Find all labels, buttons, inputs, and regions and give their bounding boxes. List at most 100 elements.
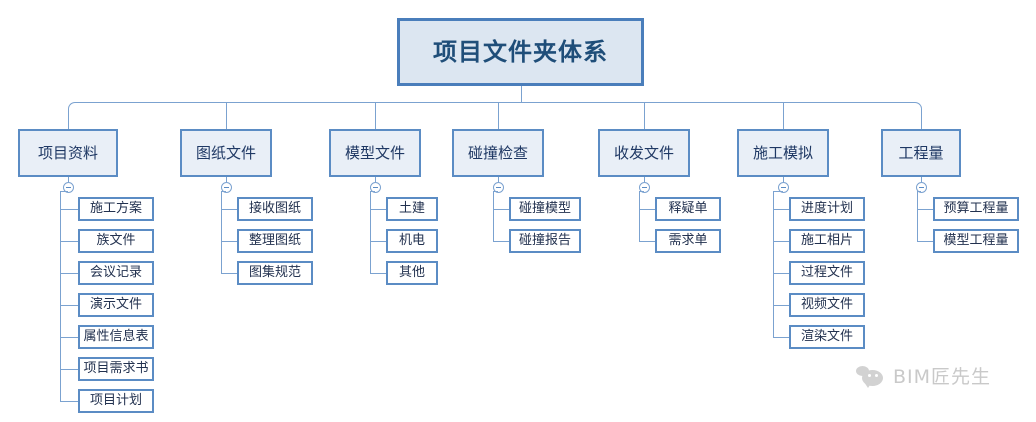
- collapse-button-7[interactable]: [915, 182, 927, 193]
- leaf-trunk: [773, 191, 774, 337]
- bubble-eye-left: [868, 373, 871, 377]
- leaf-node[interactable]: 模型工程量: [933, 229, 1019, 253]
- root-stem: [520, 86, 522, 102]
- branch-drop: [783, 102, 784, 129]
- leaf-node[interactable]: 图集规范: [237, 261, 313, 285]
- leaf-feed-cross: [773, 191, 783, 192]
- leaf-node[interactable]: 需求单: [655, 229, 721, 253]
- branch-node-3[interactable]: 模型文件: [329, 129, 421, 177]
- branch-node-1[interactable]: 项目资料: [18, 129, 118, 177]
- branch-collapse-stem: [498, 177, 499, 182]
- leaf-node[interactable]: 碰撞报告: [509, 229, 581, 253]
- leaf-node[interactable]: 视频文件: [789, 293, 865, 317]
- leaf-trunk: [917, 191, 918, 241]
- leaf-feed-cross: [221, 191, 226, 192]
- leaf-node[interactable]: 土建: [386, 197, 438, 221]
- leaf-connector: [221, 209, 237, 210]
- branch-collapse-stem: [68, 177, 69, 182]
- collapse-button-4[interactable]: [492, 182, 504, 193]
- leaf-connector: [60, 305, 78, 306]
- bubble-small: [856, 365, 869, 376]
- branch-node-5[interactable]: 收发文件: [598, 129, 690, 177]
- branch-node-2[interactable]: 图纸文件: [180, 129, 272, 177]
- collapse-button-1[interactable]: [62, 182, 74, 193]
- leaf-connector: [60, 273, 78, 274]
- bubble-eye-right: [875, 373, 878, 377]
- branch-node-6[interactable]: 施工模拟: [737, 129, 829, 177]
- branch-node-4[interactable]: 碰撞检查: [452, 129, 544, 177]
- leaf-node[interactable]: 整理图纸: [237, 229, 313, 253]
- leaf-trunk: [60, 191, 61, 401]
- leaf-node[interactable]: 渲染文件: [789, 325, 865, 349]
- leaf-connector: [60, 401, 78, 402]
- leaf-connector: [773, 337, 789, 338]
- leaf-trunk: [639, 191, 640, 241]
- leaf-node[interactable]: 其他: [386, 261, 438, 285]
- leaf-trunk: [370, 191, 371, 273]
- branch-drop: [226, 102, 227, 129]
- leaf-node[interactable]: 预算工程量: [933, 197, 1019, 221]
- leaf-node[interactable]: 属性信息表: [78, 325, 154, 349]
- bus-elbow-right: [913, 102, 922, 111]
- branch-collapse-stem: [644, 177, 645, 182]
- branch-drop: [375, 102, 376, 129]
- leaf-node[interactable]: 项目计划: [78, 389, 154, 413]
- leaf-node[interactable]: 族文件: [78, 229, 154, 253]
- leaf-connector: [773, 241, 789, 242]
- branch-collapse-stem: [783, 177, 784, 182]
- leaf-node[interactable]: 演示文件: [78, 293, 154, 317]
- leaf-connector: [60, 337, 78, 338]
- leaf-node[interactable]: 接收图纸: [237, 197, 313, 221]
- wechat-bubble-icon: [856, 365, 884, 388]
- collapse-button-3[interactable]: [369, 182, 381, 193]
- leaf-node[interactable]: 会议记录: [78, 261, 154, 285]
- collapse-button-2[interactable]: [220, 182, 232, 193]
- leaf-node[interactable]: 碰撞模型: [509, 197, 581, 221]
- leaf-node[interactable]: 施工方案: [78, 197, 154, 221]
- collapse-button-6[interactable]: [777, 182, 789, 193]
- bubble-tail: [864, 381, 872, 388]
- watermark: BIM匠先生: [856, 362, 991, 389]
- leaf-trunk: [493, 191, 494, 241]
- branch-node-7[interactable]: 工程量: [881, 129, 961, 177]
- leaf-node[interactable]: 进度计划: [789, 197, 865, 221]
- branch-collapse-stem: [921, 177, 922, 182]
- leaf-connector: [370, 241, 386, 242]
- leaf-feed-cross: [370, 191, 375, 192]
- branch-collapse-stem: [226, 177, 227, 182]
- leaf-connector: [221, 241, 237, 242]
- leaf-connector: [773, 209, 789, 210]
- branch-drop: [498, 102, 499, 129]
- leaf-connector: [370, 209, 386, 210]
- bus-elbow-left: [68, 102, 77, 111]
- branch-bus: [76, 102, 913, 103]
- root-node[interactable]: 项目文件夹体系: [397, 18, 644, 86]
- leaf-connector: [917, 209, 933, 210]
- leaf-connector: [60, 369, 78, 370]
- leaf-feed-cross: [639, 191, 644, 192]
- leaf-feed-cross: [60, 191, 68, 192]
- watermark-text: BIM匠先生: [893, 366, 992, 388]
- leaf-connector: [60, 209, 78, 210]
- leaf-connector: [493, 241, 509, 242]
- leaf-connector: [773, 305, 789, 306]
- leaf-node[interactable]: 施工相片: [789, 229, 865, 253]
- leaf-connector: [917, 241, 933, 242]
- leaf-feed-cross: [917, 191, 921, 192]
- leaf-connector: [493, 209, 509, 210]
- leaf-connector: [370, 273, 386, 274]
- branch-drop: [644, 102, 645, 129]
- leaf-connector: [221, 273, 237, 274]
- leaf-connector: [773, 273, 789, 274]
- leaf-node[interactable]: 释疑单: [655, 197, 721, 221]
- branch-drop: [68, 110, 69, 129]
- collapse-button-5[interactable]: [638, 182, 650, 193]
- branch-collapse-stem: [375, 177, 376, 182]
- leaf-feed-cross: [493, 191, 498, 192]
- leaf-connector: [639, 209, 655, 210]
- leaf-node[interactable]: 过程文件: [789, 261, 865, 285]
- leaf-node[interactable]: 机电: [386, 229, 438, 253]
- leaf-node[interactable]: 项目需求书: [78, 357, 154, 381]
- leaf-connector: [60, 241, 78, 242]
